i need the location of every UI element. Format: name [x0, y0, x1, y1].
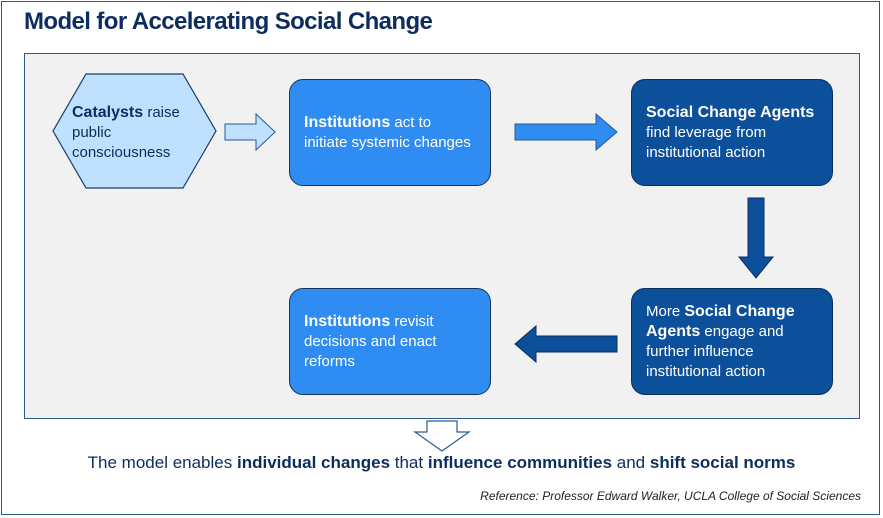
arrow-down: [737, 197, 775, 279]
more-agents-label: Social Change Agents: [646, 302, 795, 340]
page-title: Model for Accelerating Social Change: [24, 8, 433, 35]
institutions-initiate-description: act to initiate systemic changes: [304, 113, 471, 151]
arrow-left: [514, 324, 618, 364]
arrow-right-1: [224, 112, 276, 152]
agents-leverage-description: find leverage from institutional action: [646, 123, 767, 161]
institutions-revisit-text: Institutions revisit decisions and enact…: [304, 312, 476, 372]
catalysts-node-text: Catalysts raise public consciousness: [72, 103, 212, 163]
institutions-initiate-label: Institutions: [304, 113, 391, 131]
more-agents-prefix: More: [646, 302, 685, 320]
summary-shift-social-norms: shift social norms: [649, 453, 796, 472]
catalysts-hexagon: [52, 73, 217, 189]
summary-individual-changes: individual changes: [236, 453, 391, 472]
reference-text: Reference: Professor Edward Walker, UCLA…: [480, 489, 861, 503]
institutions-initiate-box: Institutions act to initiate systemic ch…: [289, 79, 491, 186]
summary-part-1: The model enables: [87, 453, 237, 472]
more-agents-text: More Social Change Agents engage and fur…: [646, 302, 818, 382]
institutions-initiate-text: Institutions act to initiate systemic ch…: [304, 113, 476, 153]
summary-part-2: that: [390, 453, 428, 472]
summary-part-3: and: [612, 453, 650, 472]
catalysts-label: Catalysts: [72, 104, 144, 121]
agents-leverage-label: Social Change Agents: [646, 103, 815, 121]
arrow-down-outline: [413, 420, 471, 452]
institutions-revisit-label: Institutions: [304, 312, 391, 330]
agents-leverage-box: Social Change Agents find leverage from …: [631, 79, 833, 186]
summary-influence-communities: influence communities: [427, 453, 613, 472]
summary-text: The model enables individual changes tha…: [0, 453, 883, 473]
more-agents-description: engage and further influence institution…: [646, 322, 784, 380]
institutions-revisit-box: Institutions revisit decisions and enact…: [289, 288, 491, 395]
agents-leverage-text: Social Change Agents find leverage from …: [646, 103, 818, 163]
catalysts-description: raise public consciousness: [72, 104, 180, 161]
arrow-right-2: [514, 112, 618, 152]
more-agents-box: More Social Change Agents engage and fur…: [631, 288, 833, 395]
institutions-revisit-description: revisit decisions and enact reforms: [304, 312, 437, 370]
